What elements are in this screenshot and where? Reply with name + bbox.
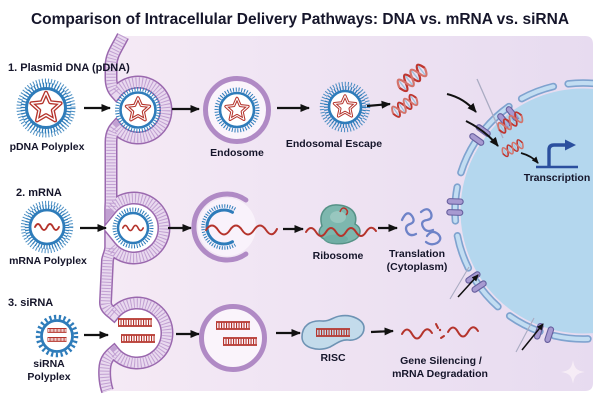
translation-label-line1: Translation <box>389 248 445 260</box>
gene-silencing-label-line1: Gene Silencing / <box>400 355 482 367</box>
transcription-promoter-icon <box>536 139 578 169</box>
translation-label-line2: (Cytoplasm) <box>387 261 448 273</box>
sparkle-icon <box>561 360 585 384</box>
mrna-polyplex-icon <box>20 200 74 254</box>
transcription-label: Transcription <box>524 172 591 184</box>
ribosome-icon <box>305 204 377 245</box>
protein-icon <box>400 208 442 246</box>
pdna-polyplex-in-pit-icon <box>115 87 161 133</box>
section-label-pdna: 1. Plasmid DNA (pDNA) <box>8 62 130 74</box>
ribosome-label: Ribosome <box>313 250 364 262</box>
arrow-icon <box>457 274 479 298</box>
sirna-polyplex-label-line2: Polyplex <box>27 371 70 383</box>
mrna-icon <box>305 226 377 237</box>
risc-label: RISC <box>320 352 346 364</box>
endosome-label: Endosome <box>210 147 264 159</box>
gene-silencing-label-line2: mRNA Degradation <box>392 368 488 380</box>
sirna-endosome-icon <box>199 304 267 372</box>
nucleus <box>460 88 593 334</box>
endosomal-escape-label: Endosomal Escape <box>286 138 382 150</box>
arrow-icon <box>521 323 544 351</box>
pdna-polyplex-icon <box>16 78 76 138</box>
cell-membrane <box>98 33 174 394</box>
membrane-slash-icon <box>449 266 470 300</box>
sirna-polyplex-icon <box>35 314 79 358</box>
pdna-polyplex-label: pDNA Polyplex <box>10 141 85 153</box>
arrow-icon <box>465 120 499 147</box>
risc-icon <box>301 314 365 350</box>
arrow-icon <box>366 100 391 109</box>
section-label-sirna: 3. siRNA <box>8 297 53 309</box>
endosome-icon <box>203 76 271 144</box>
diagram-title: Comparison of Intracellular Delivery Pat… <box>31 11 569 28</box>
mrna-polyplex-label: mRNA Polyplex <box>9 255 87 267</box>
mrna-icon <box>205 224 278 236</box>
broken-endosome-icon <box>191 191 278 263</box>
arrow-icon <box>446 93 477 113</box>
sirna-polyplex-label-line1: siRNA <box>33 358 65 370</box>
section-label-mrna: 2. mRNA <box>16 187 62 199</box>
mrna-polyplex-in-pit-icon <box>112 207 154 249</box>
arrow-icon <box>370 327 394 336</box>
sirna-in-pit-icon <box>118 319 155 342</box>
arrow-icon <box>520 152 539 164</box>
degraded-mrna-icon <box>401 323 479 340</box>
membrane-slash-icon <box>515 317 535 353</box>
